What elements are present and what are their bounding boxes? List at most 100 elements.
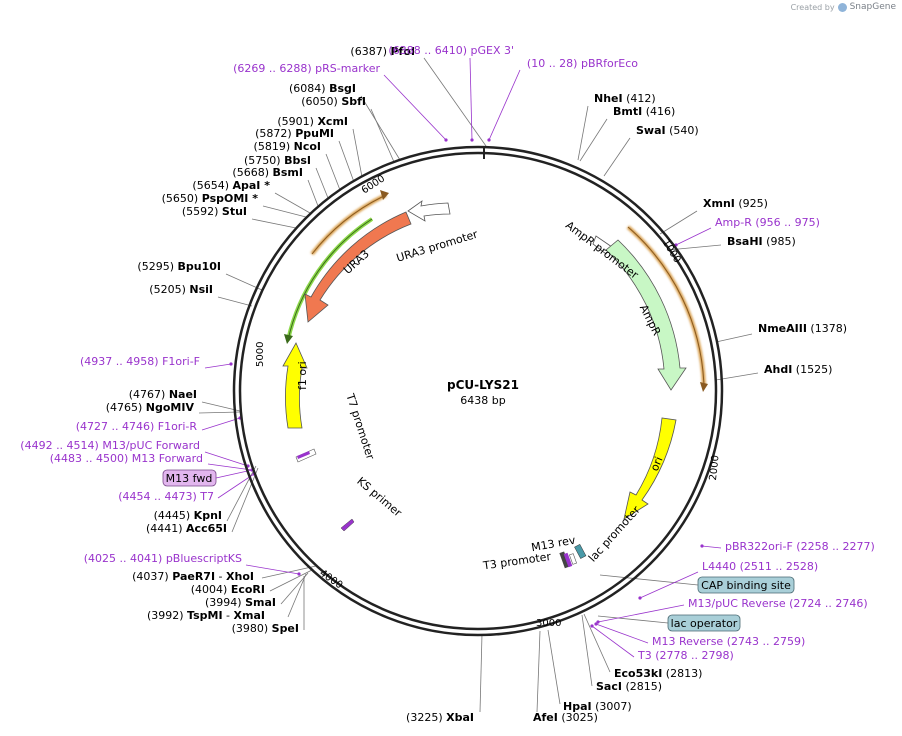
enzyme-position: - bbox=[215, 570, 226, 583]
enzyme-position: (5901) bbox=[277, 115, 317, 128]
enzyme-site-label: (5901) XcmI bbox=[277, 115, 348, 128]
enzyme-site-label: (5295) Bpu10I bbox=[137, 260, 221, 273]
enzyme-leader-9 bbox=[262, 205, 307, 218]
enzyme-site-label: (3994) SmaI bbox=[205, 596, 276, 609]
enzyme-leader-30 bbox=[583, 613, 611, 673]
primer-leader-11 bbox=[639, 571, 699, 599]
enzyme-name: * bbox=[260, 179, 270, 192]
enzyme-position: (5592) bbox=[182, 205, 222, 218]
enzyme-leader-16 bbox=[231, 467, 259, 533]
ura3-feature-arrow bbox=[304, 211, 412, 323]
primer-name: F1ori-F bbox=[162, 355, 200, 368]
primer-name: M13/pUC Forward bbox=[102, 439, 200, 452]
primer-position: (956 .. 975) bbox=[755, 216, 820, 229]
enzyme-leader-0 bbox=[423, 57, 487, 147]
plasmid-name: pCU-LYS21 bbox=[447, 378, 519, 392]
primer-name: F1ori-R bbox=[158, 420, 198, 433]
enzyme-site-label: (5205) NsiI bbox=[149, 283, 213, 296]
box-leader-1 bbox=[597, 615, 669, 624]
enzyme-position: (6084) bbox=[289, 82, 329, 95]
enzyme-name: AhdI bbox=[764, 363, 792, 376]
enzyme-position: (4004) bbox=[191, 583, 231, 596]
enzyme-site-label: (6387) PfoI bbox=[350, 45, 415, 58]
enzyme-name: PspOMI bbox=[202, 192, 249, 205]
enzyme-site-label: SacI (2815) bbox=[596, 680, 662, 693]
enzyme-site-label: (5654) ApaI * bbox=[192, 179, 270, 192]
enzyme-position: (4445) bbox=[154, 509, 194, 522]
enzyme-position: (925) bbox=[735, 197, 768, 210]
enzyme-site-label: (6050) SbfI bbox=[301, 95, 366, 108]
enzyme-name: Acc65I bbox=[186, 522, 227, 535]
primer-binding-mark bbox=[700, 544, 704, 548]
enzyme-leader-20 bbox=[287, 573, 307, 618]
enzyme-site-label: (4445) KpnI bbox=[154, 509, 222, 522]
primer-name: pBRforEco bbox=[581, 57, 638, 70]
enzyme-site-label: (5592) StuI bbox=[182, 205, 247, 218]
enzyme-name: NmeAIII bbox=[758, 322, 807, 335]
primer-binding-mark bbox=[297, 572, 301, 576]
boxed-labels: CAP binding site lac operator M13 fwd bbox=[162, 469, 795, 632]
primer-binding-mark bbox=[444, 138, 448, 142]
primer-position: (10 .. 28) bbox=[527, 57, 581, 70]
enzyme-position: (5654) bbox=[192, 179, 232, 192]
primer-binding-mark bbox=[594, 622, 598, 626]
enzyme-position: (412) bbox=[623, 92, 656, 105]
enzyme-site-label: (5650) PspOMI * bbox=[162, 192, 259, 205]
enzyme-site-label: BsaHI (985) bbox=[727, 235, 796, 248]
enzyme-site-label: NmeAIII (1378) bbox=[758, 322, 847, 335]
enzyme-position: (5819) bbox=[254, 140, 294, 153]
enzyme-leader-28 bbox=[715, 333, 753, 343]
enzyme-position: (6387) bbox=[350, 45, 390, 58]
enzyme-position: (4441) bbox=[146, 522, 186, 535]
enzyme-position: (3025) bbox=[558, 711, 598, 724]
cap-binding-site-label: CAP binding site bbox=[701, 579, 791, 592]
arc-ampr-arrowhead bbox=[700, 382, 708, 392]
enzyme-leader-23 bbox=[577, 105, 589, 161]
primer-position: (6388 .. 6410) bbox=[388, 44, 470, 57]
enzyme-position: (4037) bbox=[132, 570, 172, 583]
primer-position: (2724 .. 2746) bbox=[789, 597, 868, 610]
primer-position: (4937 .. 4958) bbox=[80, 355, 162, 368]
enzyme-leader-5 bbox=[325, 153, 341, 191]
enzyme-name: KpnI bbox=[194, 509, 222, 522]
label-ks-primer: KS primer bbox=[354, 475, 404, 520]
primer-site-label: (4025 .. 4041) pBluescriptKS bbox=[84, 552, 242, 565]
enzyme-name: XcmI bbox=[317, 115, 348, 128]
primer-name: pRS-marker bbox=[315, 62, 380, 75]
enzyme-position: (3992) bbox=[147, 609, 187, 622]
primer-leader-10 bbox=[701, 545, 722, 549]
primer-binding-mark bbox=[638, 596, 642, 600]
enzyme-position: (540) bbox=[666, 124, 699, 137]
enzyme-position: (5295) bbox=[137, 260, 177, 273]
enzyme-site-label: XmnI (925) bbox=[703, 197, 768, 210]
enzyme-position: (5668) bbox=[232, 166, 272, 179]
primer-site-label: (6269 .. 6288) pRS-marker bbox=[233, 62, 380, 75]
cap-binding-site-box bbox=[697, 576, 795, 594]
enzyme-name: NgoMIV bbox=[146, 401, 195, 414]
enzyme-name: SbfI bbox=[341, 95, 366, 108]
enzyme-leader-18 bbox=[269, 569, 313, 592]
enzyme-name: SwaI bbox=[636, 124, 666, 137]
enzyme-leader-22 bbox=[479, 633, 483, 713]
enzyme-site-label: AfeI (3025) bbox=[533, 711, 598, 724]
ura3-promoter-arrow bbox=[407, 200, 451, 222]
enzyme-leader-24 bbox=[579, 118, 608, 162]
primer-position: (2511 .. 2528) bbox=[740, 560, 819, 573]
primer-leader-3 bbox=[204, 451, 249, 467]
label-t7-promoter: T7 promoter bbox=[343, 391, 377, 461]
enzyme-site-label: (3225) XbaI bbox=[406, 711, 474, 724]
t3-mark bbox=[563, 552, 573, 568]
primer-site-label: M13 Reverse (2743 .. 2759) bbox=[652, 635, 805, 648]
primer-position: (2258 .. 2277) bbox=[796, 540, 875, 553]
enzyme-position: (1378) bbox=[807, 322, 847, 335]
tick-3000: 3000 bbox=[536, 618, 561, 629]
enzyme-site-label: (4441) Acc65I bbox=[146, 522, 227, 535]
lac-promoter-mark bbox=[574, 543, 587, 559]
enzyme-leader-10 bbox=[251, 218, 297, 229]
enzyme-name: BsmI bbox=[273, 166, 304, 179]
enzyme-site-label: (5872) PpuMI bbox=[255, 127, 334, 140]
primer-name: pBluescriptKS bbox=[166, 552, 242, 565]
primer-leader-0 bbox=[383, 74, 447, 141]
primer-position: (2743 .. 2759) bbox=[727, 635, 806, 648]
enzyme-site-label: (5668) BsmI bbox=[232, 166, 303, 179]
